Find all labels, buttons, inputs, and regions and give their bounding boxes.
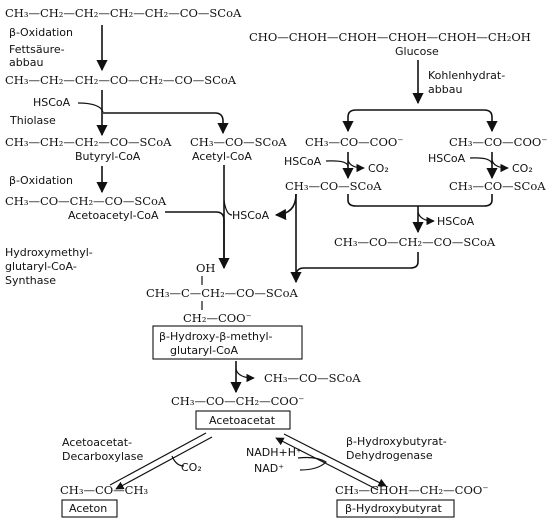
- hydroxybutyrat-box-label: β-Hydroxybutyrat: [345, 502, 442, 515]
- acetoacetat-box-label: Acetoacetat: [209, 414, 276, 427]
- hscoa-in-curve-right: [469, 157, 493, 165]
- ketoacyl-coa-formula: CH₃—CH₂—CH₂—CO—CH₂—CO—SCoA: [5, 73, 237, 87]
- fettsaeure-label-2: abbau: [9, 56, 43, 69]
- acetyl-coa-label: Acetyl-CoA: [192, 150, 252, 163]
- hmg-coa-box-label: β-Hydroxy-β-methyl-: [159, 330, 273, 343]
- acetyl-coa-out-formula: CH₃—CO—SCoA: [264, 371, 361, 385]
- hydroxybutyrate-formula: CH₃—CHOH—CH₂—COO⁻: [335, 483, 488, 497]
- nad-cycle-curve: [297, 456, 327, 471]
- arrow-decarboxylase-a: [109, 432, 207, 486]
- hscoa-release-left: HSCoA: [232, 209, 270, 222]
- co2-decarboxylase: CO₂: [181, 461, 202, 474]
- acetyl-coa-formula-right: CH₃—CO—SCoA: [449, 179, 546, 193]
- hscoa-thiolase-input: HSCoA: [33, 96, 71, 109]
- hscoa-release-curve: [223, 199, 233, 216]
- hmg-branch-formula: CH₂—COO⁻: [183, 311, 252, 325]
- acetoacetyl-coa-right-formula: CH₃—CO—CH₂—CO—SCoA: [334, 235, 496, 249]
- glucose-formula: CHO—CHOH—CHOH—CHOH—CHOH—CH₂OH: [249, 30, 531, 44]
- co2-pdh-left: CO₂: [368, 162, 389, 175]
- hscoa-pdh-left: HSCoA: [284, 155, 322, 168]
- arrow-dehydrogenase-back: [275, 437, 379, 491]
- hydroxybutyrat-box: [336, 499, 455, 518]
- kohlenhydrat-label: Kohlenhydrat-: [428, 69, 505, 82]
- kohlenhydrat-label-2: abbau: [428, 83, 462, 96]
- acetyl-coa-formula-left: CH₃—CO—SCoA: [190, 135, 287, 149]
- beta-oxidation-label-2: β-Oxidation: [9, 174, 73, 187]
- arrow-acetyl-mid-hscoa: [274, 193, 297, 221]
- line-acetoacetyl-right-merge: [295, 252, 419, 277]
- aceton-box-label: Aceton: [69, 502, 107, 515]
- hmg-coa-formula: CH₃—C—CH₂—CO—SCoA: [146, 286, 299, 300]
- butyryl-coa-formula: CH₃—CH₂—CH₂—CO—SCoA: [5, 135, 172, 149]
- split-line: [347, 109, 493, 131]
- nadh-label: NADH+H⁺: [246, 446, 302, 459]
- hmg-coa-box: [152, 325, 303, 360]
- arrow-acetoacetyl-to-hmg: [165, 211, 230, 270]
- hscoa-join-line: [77, 102, 104, 113]
- beta-oxidation-label: β-Oxidation: [9, 26, 73, 39]
- acetyl-out-curve: [235, 368, 255, 383]
- co2-release-curve: [171, 455, 185, 467]
- hscoa-pdh-right: HSCoA: [428, 152, 466, 165]
- co2-out-curve-right: [491, 159, 509, 173]
- hmg-synthase-label: Hydroxymethyl-: [5, 246, 93, 259]
- arrow-thiolase-acetyl: [103, 112, 229, 135]
- combine-line: [347, 194, 493, 207]
- hmg-oh: OH: [196, 261, 215, 275]
- hscoa-release-right: HSCoA: [437, 215, 475, 228]
- hscoa-in-curve-left: [325, 160, 349, 167]
- acetoacetyl-coa-formula: CH₃—CO—CH₂—CO—SCoA: [5, 194, 167, 208]
- acetyl-coa-formula-mid: CH₃—CO—SCoA: [285, 179, 382, 193]
- decarboxylase-label-2: Decarboxylase: [62, 450, 143, 463]
- acetoacetat-box: [195, 410, 291, 430]
- hmg-synthase-label-2: glutaryl-CoA-: [5, 260, 77, 273]
- arrow-dehydrogenase-forward: [283, 433, 387, 487]
- pyruvate-left-formula: CH₃—CO—COO⁻: [305, 135, 403, 149]
- caproyl-coa-formula: CH₃—CH₂—CH₂—CH₂—CH₂—CO—SCoA: [5, 6, 242, 20]
- dehydrogenase-label: β-Hydroxybutyrat-: [346, 435, 447, 448]
- acetoacetyl-coa-label: Acetoacetyl-CoA: [68, 209, 159, 222]
- decarboxylase-label: Acetoacetat-: [62, 436, 132, 449]
- dehydrogenase-label-2: Dehydrogenase: [346, 449, 433, 462]
- pyruvate-right-formula: CH₃—CO—COO⁻: [449, 135, 547, 149]
- fettsaeure-label: Fettsäure-: [9, 43, 65, 56]
- co2-out-curve-left: [347, 159, 365, 173]
- acetone-formula: CH₃—CO—CH₃: [60, 483, 148, 497]
- thiolase-label: Thiolase: [9, 114, 56, 127]
- hscoa-out-curve-right: [417, 211, 435, 226]
- glucose-label: Glucose: [395, 45, 439, 58]
- butyryl-coa-label: Butyryl-CoA: [75, 150, 141, 163]
- nad-label: NAD⁺: [254, 462, 284, 475]
- acetoacetate-formula: CH₃—CO—CH₂—COO⁻: [171, 394, 304, 408]
- hmg-coa-box-label-2: glutaryl-CoA: [170, 344, 239, 357]
- aceton-box: [61, 499, 118, 518]
- hmg-synthase-label-3: Synthase: [5, 274, 56, 287]
- arrow-decarboxylase-b: [115, 436, 213, 490]
- co2-pdh-right: CO₂: [512, 162, 533, 175]
